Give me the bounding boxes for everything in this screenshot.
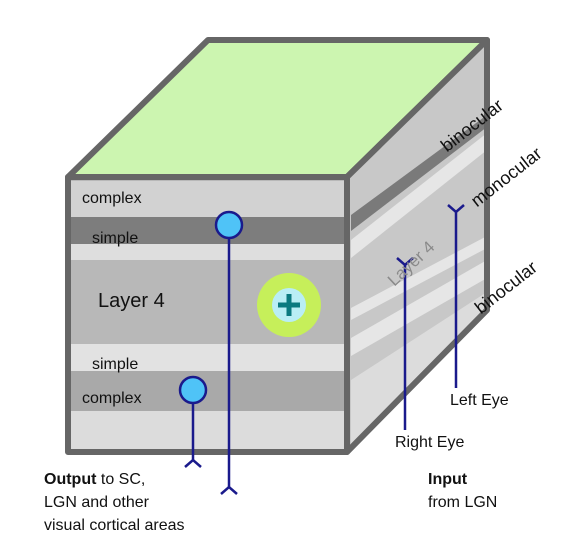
side-band-light — [351, 260, 487, 356]
layer-label-complex-bottom: complex — [82, 390, 142, 407]
front-band-simple-top — [71, 217, 344, 244]
layer-label-layer4: Layer 4 — [98, 290, 165, 312]
layer-label-complex-top: complex — [82, 190, 142, 207]
front-band-simple-bottom — [71, 344, 344, 371]
right-eye-terminal — [396, 257, 414, 267]
front-band-bottom — [71, 411, 344, 449]
axon-terminal-upper — [220, 485, 238, 495]
output-label-line3: visual cortical areas — [44, 517, 185, 534]
right-eye-label: Right Eye — [395, 434, 465, 451]
input-label-bold: Input — [428, 471, 468, 488]
side-band-lower — [351, 292, 487, 448]
output-label-bold: Output — [44, 471, 97, 488]
output-label-line2: LGN and other — [44, 494, 149, 511]
side-band-dark — [351, 115, 487, 231]
layer-label-simple-top: simple — [92, 230, 139, 247]
cell-body-lower — [178, 375, 208, 405]
output-label-line1: Output to SC, — [44, 468, 185, 491]
side-band-light — [351, 236, 487, 320]
layer-label-simple-bottom: simple — [92, 356, 139, 373]
output-label: Output to SC, LGN and other visual corti… — [44, 468, 185, 537]
front-band-complex-bottom — [71, 371, 344, 411]
left-eye-terminal — [447, 204, 465, 214]
left-eye-label: Left Eye — [450, 392, 509, 409]
side-band-light — [351, 133, 487, 258]
front-band-complex-top — [71, 181, 344, 217]
cell-body-upper — [214, 210, 244, 240]
axon-terminal-lower — [184, 458, 202, 468]
side-outline — [344, 37, 490, 455]
input-label: Input from LGN — [428, 468, 497, 514]
output-label-line1-rest: to SC, — [96, 471, 146, 488]
input-label-rest: from LGN — [428, 494, 498, 511]
front-band-light-top — [71, 244, 344, 260]
